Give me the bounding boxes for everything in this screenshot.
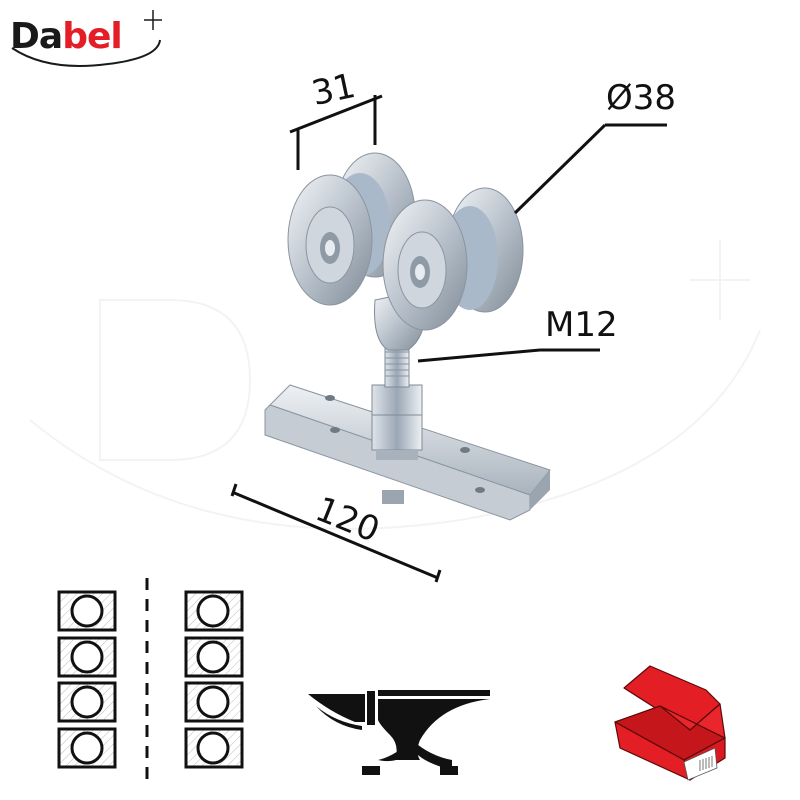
wheel-front-right [382, 199, 468, 331]
wheel-front-left [287, 174, 373, 306]
logo-swoosh-icon [11, 10, 162, 67]
dimension-lines [230, 94, 667, 583]
dimension-wheel-diameter: Ø38 [606, 78, 677, 118]
brand-name: Dabel [10, 16, 123, 57]
dimension-bolt-thread: M12 [545, 305, 618, 345]
brand-logo: Dabel [8, 10, 168, 70]
package-label-icon [683, 747, 718, 781]
